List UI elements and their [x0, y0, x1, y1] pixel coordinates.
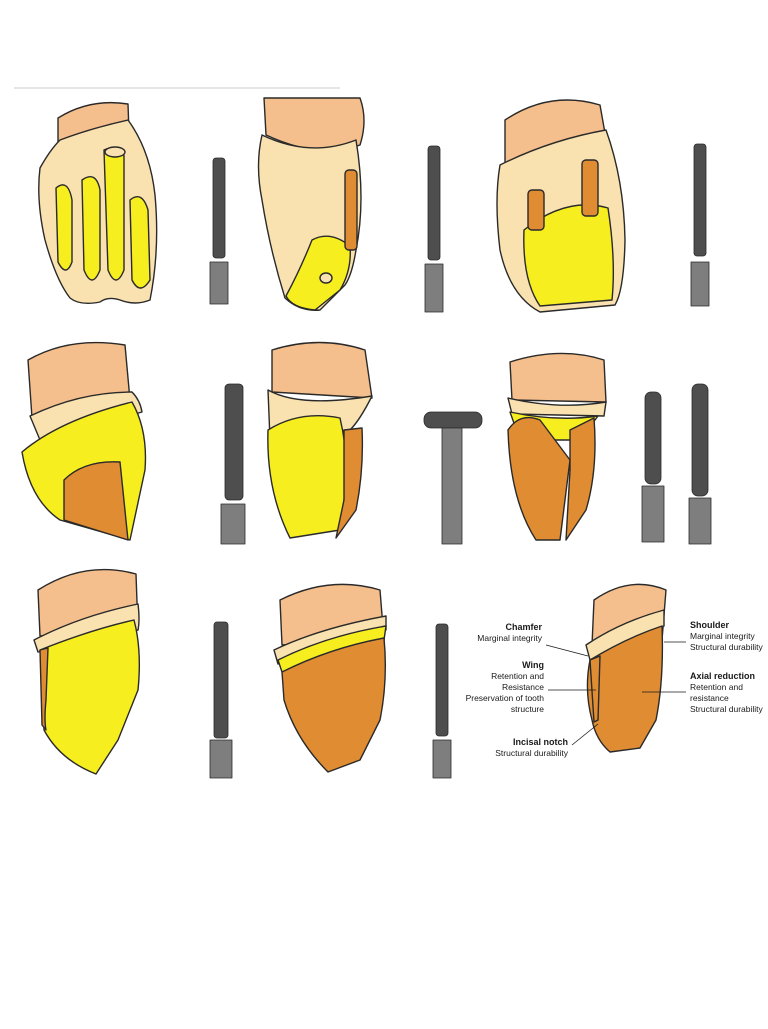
bur-1-shank [209, 261, 229, 305]
wheel-bur [423, 411, 483, 545]
bur-6a [644, 391, 662, 485]
label-wing-line: structure [510, 704, 544, 714]
label-shoulder: Shoulder Marginal integrity Structural d… [690, 620, 766, 653]
label-axial-reduction-line: Structural durability [690, 704, 763, 714]
label-chamfer: Chamfer Marginal integrity [470, 622, 542, 644]
bur-8-shank [432, 739, 452, 779]
label-shoulder-line: Marginal integrity [690, 631, 755, 641]
label-axial-reduction-title: Axial reduction [690, 671, 756, 681]
label-shoulder-line: Structural durability [690, 642, 763, 652]
tooth-6-facial-prep [507, 352, 607, 541]
tooth-7-wing-prep [33, 568, 141, 775]
tooth-9-labeled-prep [585, 583, 667, 753]
label-wing-line: Retention and [491, 671, 544, 681]
label-axial-reduction: Axial reduction Retention and resistance… [690, 671, 766, 715]
tooth-5-axial-prep [267, 341, 373, 539]
bur-4 [224, 383, 244, 501]
bur-3-shank [690, 261, 710, 307]
bur-6a-shank [641, 485, 665, 543]
label-incisal-notch-title: Incisal notch [512, 737, 568, 747]
bur-2 [427, 145, 441, 261]
label-wing-line: Preservation of tooth [465, 693, 544, 703]
bur-4-shank [220, 503, 246, 545]
tooth-1-pinhole-prep [38, 101, 158, 305]
bur-6b-shank [688, 497, 712, 545]
bur-8 [435, 623, 449, 737]
label-axial-reduction-line: resistance [690, 693, 729, 703]
tooth-8-wing-prep [273, 583, 387, 773]
tooth-3-two-pins [496, 99, 626, 313]
tooth-2-profile-pin [257, 97, 365, 311]
bur-7 [213, 621, 229, 739]
label-shoulder-title: Shoulder [690, 620, 730, 630]
label-axial-reduction-line: Retention and [690, 682, 743, 692]
label-wing-line: Resistance [501, 682, 544, 692]
label-wing-title: Wing [522, 660, 544, 670]
tooth-4-axial-prep [21, 341, 147, 541]
bur-2-shank [424, 263, 444, 313]
bur-6b [691, 383, 709, 497]
bur-7-shank [209, 739, 233, 779]
label-wing: Wing Retention and Resistance Preservati… [446, 660, 544, 715]
leader-lines [545, 641, 686, 746]
bur-3 [693, 143, 707, 257]
bur-1 [212, 157, 226, 259]
label-chamfer-line: Marginal integrity [477, 633, 542, 643]
label-incisal-notch: Incisal notch Structural durability [470, 737, 568, 759]
label-chamfer-title: Chamfer [505, 622, 542, 632]
label-incisal-notch-line: Structural durability [495, 748, 568, 758]
